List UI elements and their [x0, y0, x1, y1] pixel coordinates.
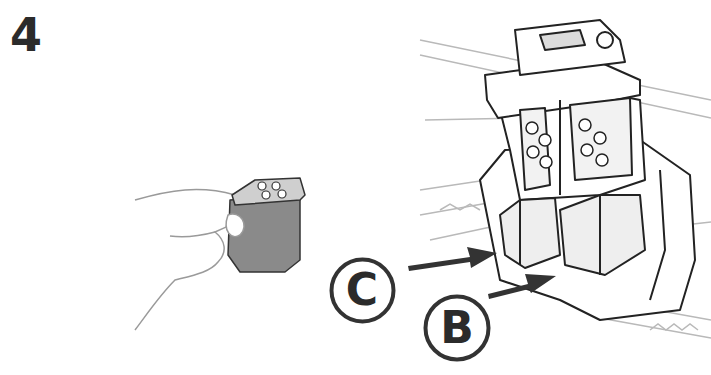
ink-cartridge: [226, 178, 305, 272]
insert-arrows: [408, 247, 556, 299]
callout-letter: C: [346, 268, 378, 312]
step-number: 4: [10, 12, 42, 58]
cartridge-nozzles: [258, 182, 286, 199]
callout-circle: C: [329, 257, 396, 324]
callout-circle: B: [423, 294, 491, 362]
cartridge-slots: [500, 170, 665, 300]
printer-frame: [420, 40, 711, 338]
ink-carriage: [480, 20, 695, 320]
ink-nozzles: [526, 119, 608, 168]
callout-letter: B: [440, 306, 474, 350]
